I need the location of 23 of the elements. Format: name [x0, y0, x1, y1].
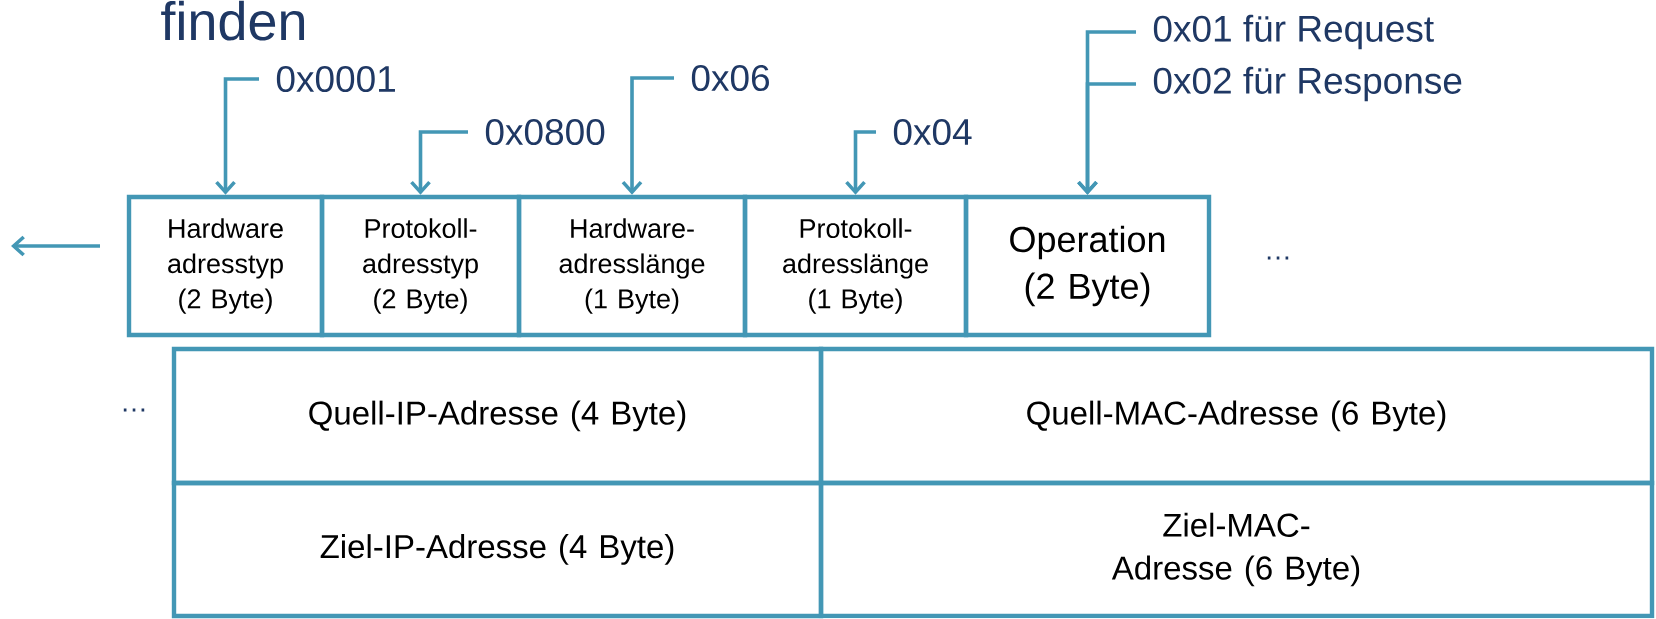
table-cell: Operation (2 Byte) — [963, 194, 1212, 338]
leader-arrow — [1077, 82, 1136, 195]
table-cell: Quell-MAC-Adresse (6 Byte) — [818, 346, 1655, 486]
leader-arrow — [621, 76, 674, 195]
table-cell: Protokoll- adresslänge (1 Byte) — [742, 194, 969, 338]
value-label: 0x0800 — [485, 118, 605, 146]
ellipsis: … — [123, 408, 145, 412]
value-label: 0x0001 — [276, 65, 395, 93]
value-label: 0x04 — [893, 118, 972, 146]
value-label: 0x06 — [691, 64, 769, 92]
leader-arrow — [410, 130, 468, 195]
table-cell: Ziel-IP-Adresse (4 Byte) — [171, 480, 824, 619]
leader-arrow — [215, 77, 259, 195]
table-cell: Hardware- adresslänge (1 Byte) — [516, 194, 748, 338]
ellipsis: … — [1267, 256, 1289, 260]
table-cell: Quell-IP-Adresse (4 Byte) — [171, 346, 824, 486]
table-cell: Hardware adresstyp (2 Byte) — [126, 194, 325, 338]
value-label: 0x02 für Response — [1153, 66, 1462, 102]
leader-arrow — [845, 130, 876, 195]
title: finden — [161, 0, 304, 41]
table-cell: Protokoll- adresstyp (2 Byte) — [319, 194, 522, 338]
value-label: 0x01 für Request — [1153, 14, 1434, 50]
table-cell: Ziel-MAC-Adresse (6 Byte) — [818, 480, 1655, 619]
